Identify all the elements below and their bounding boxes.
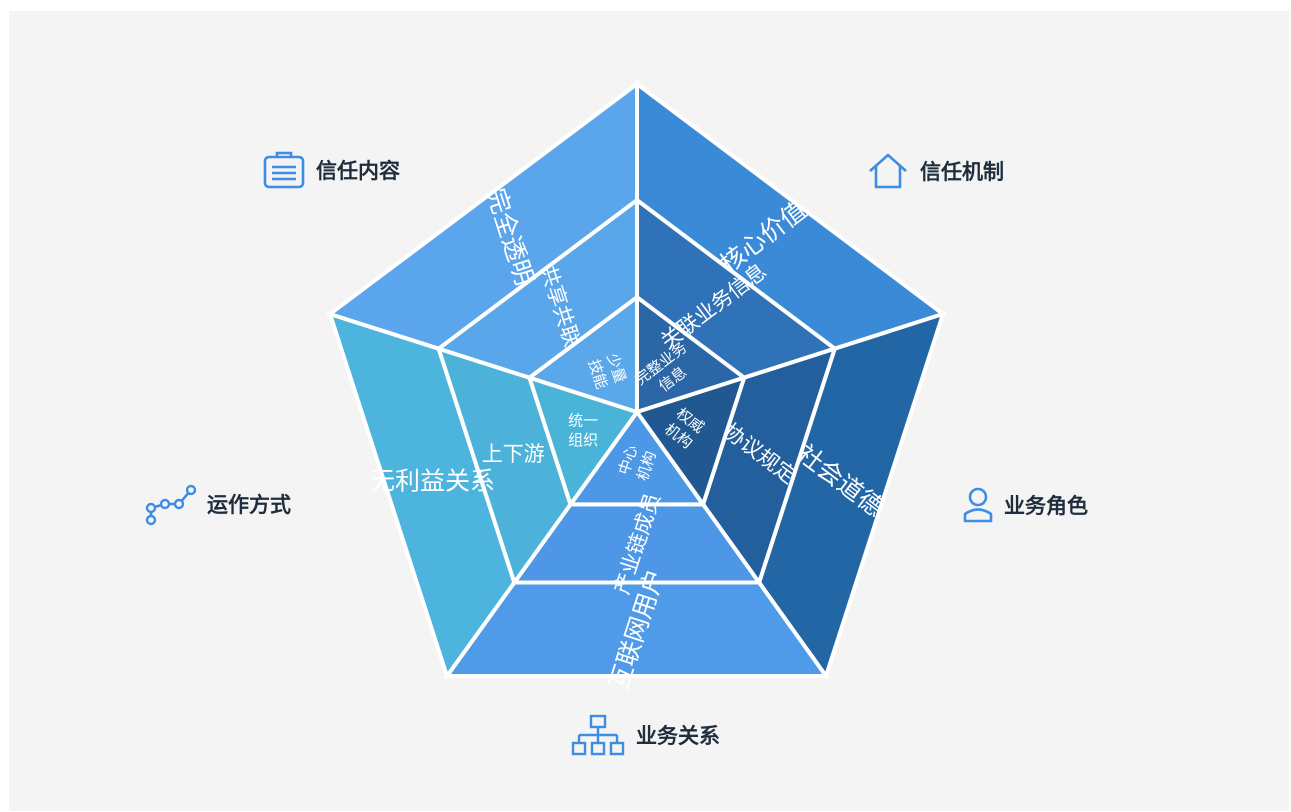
org-chart-icon xyxy=(570,713,626,757)
user-icon xyxy=(962,486,994,524)
segment-label-inner-relation: 统一组织 xyxy=(568,412,598,450)
dimension-content-text: 信任内容 xyxy=(316,159,400,183)
segment-label-outer-relation: 无利益关系 xyxy=(370,466,495,495)
home-icon xyxy=(866,152,910,190)
dimension-label-role: 业务角色 xyxy=(962,486,1088,524)
nodes-icon xyxy=(143,482,197,526)
dimension-label-relation: 业务关系 xyxy=(570,713,720,757)
dimension-relation-text: 业务关系 xyxy=(636,724,720,748)
dimension-label-content: 信任内容 xyxy=(262,150,400,190)
segment-inner-method xyxy=(525,293,639,415)
dimension-label-method: 运作方式 xyxy=(143,482,291,526)
briefcase-icon xyxy=(262,150,306,190)
segment-label-middle-relation: 上下游 xyxy=(482,442,545,466)
dimension-mechanism-text: 信任机制 xyxy=(920,160,1004,184)
dimension-label-mechanism: 信任机制 xyxy=(866,152,1004,190)
dimension-method-text: 运作方式 xyxy=(207,493,291,517)
dimension-role-text: 业务角色 xyxy=(1004,494,1088,518)
